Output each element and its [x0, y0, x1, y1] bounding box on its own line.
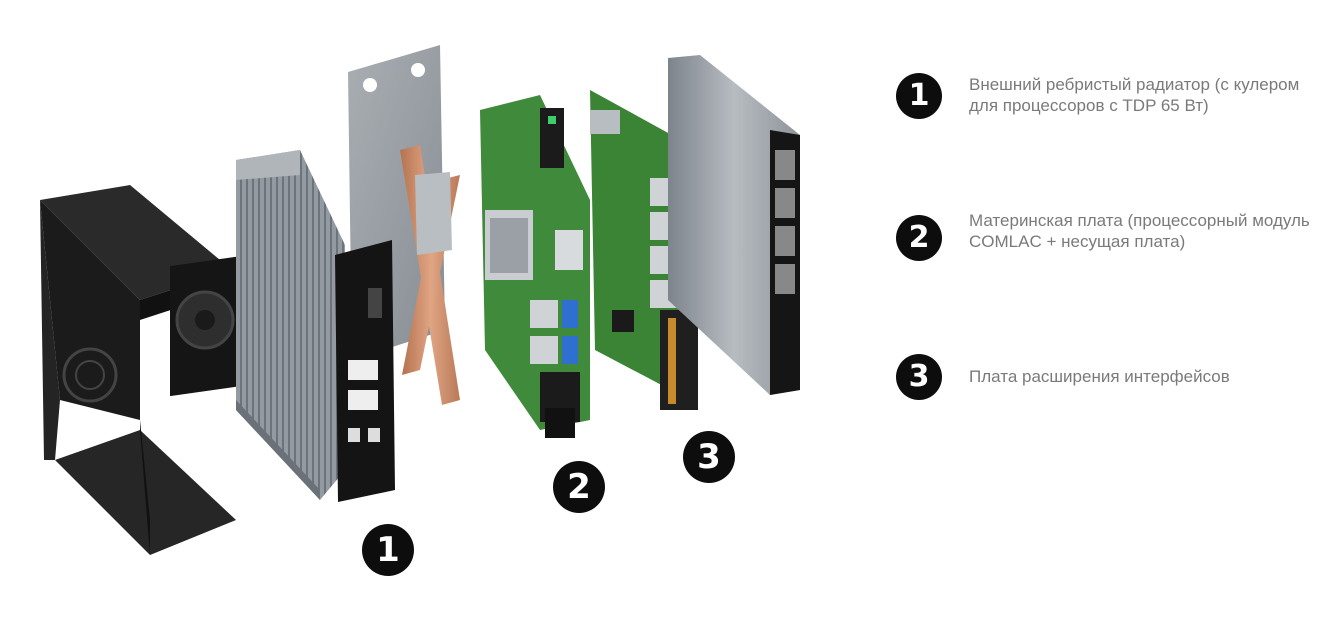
legend-text-heatsink: Внешний ребристый радиатор (с кулером дл…: [969, 75, 1300, 115]
marker-one: 1: [362, 524, 414, 576]
chassis-frame: [40, 185, 238, 555]
legend-marker-one: 1: [896, 73, 942, 119]
marker-two: 2: [553, 461, 605, 513]
legend-text-expansion-board: Плата расширения интерфейсов: [969, 367, 1230, 386]
side-panel: [668, 55, 800, 395]
copper-heatpipes: [400, 145, 460, 405]
motherboard-pcb: [480, 95, 590, 438]
expansion-pcb: [590, 90, 698, 410]
finned-heatsink: [236, 150, 345, 500]
legend-text-motherboard: Материнская плата (процессорный модуль C…: [969, 211, 1310, 251]
marker-three: 3: [683, 431, 735, 483]
legend-marker-three: 3: [896, 354, 942, 400]
io-shield: [335, 240, 395, 502]
legend-marker-two: 2: [896, 215, 942, 261]
